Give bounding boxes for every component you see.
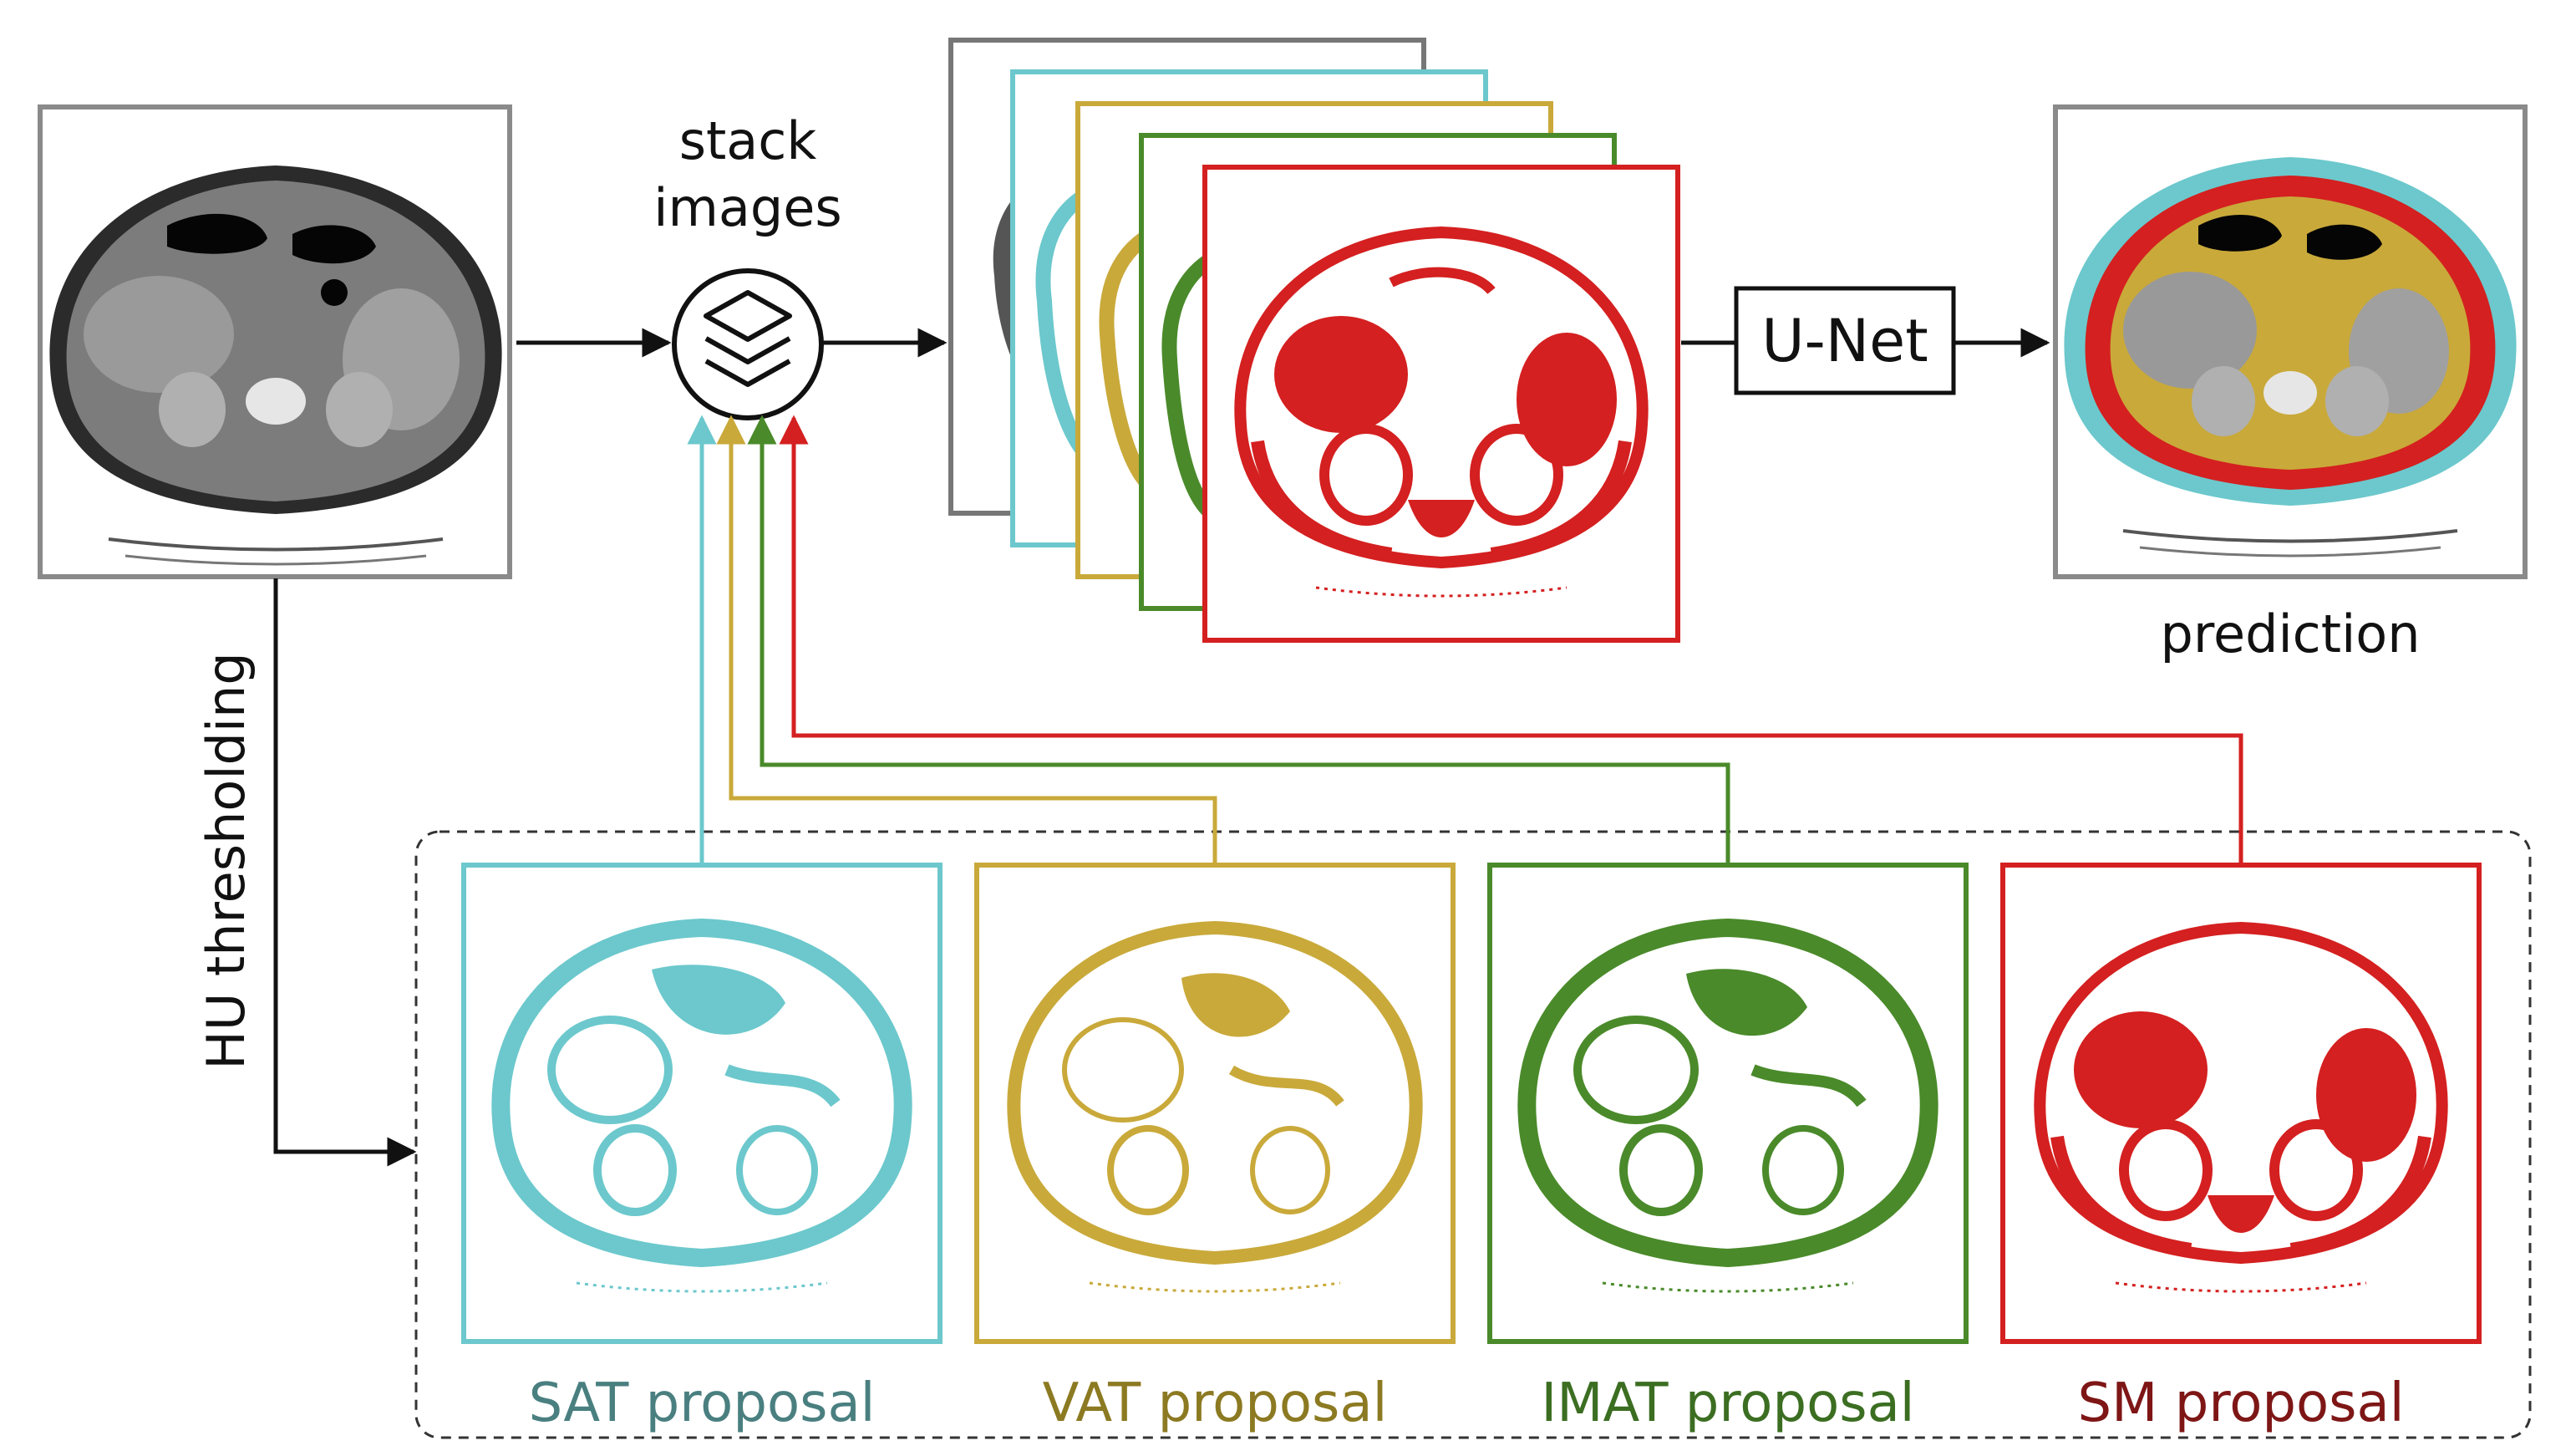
unet-label: U-Net	[1761, 307, 1928, 375]
hu-thresholding-label: HU thresholding	[196, 652, 257, 1070]
stack-images-label-line1: stack	[679, 110, 817, 171]
unet-box: U-Net	[1734, 286, 1956, 395]
arrow-sm-to-stack	[779, 415, 2243, 865]
proposal-panel-sm	[2000, 863, 2482, 1344]
layers-icon	[704, 290, 792, 387]
prediction-image	[2053, 104, 2528, 579]
proposal-panel-sat	[461, 863, 943, 1344]
proposal-panel-imat	[1487, 863, 1969, 1344]
arrow-hu-thresholding	[273, 578, 417, 1167]
arrow-vat-to-stack	[716, 415, 1217, 865]
stacked-images	[948, 38, 1680, 643]
arrow-imat-to-stack	[747, 415, 1730, 865]
input-ct-image	[38, 104, 512, 579]
proposal-panel-vat	[974, 863, 1456, 1344]
sat-proposal-label: SAT proposal	[529, 1372, 876, 1434]
stack-operator	[672, 268, 824, 420]
stack-images-label-line2: images	[653, 177, 841, 238]
imat-proposal-label: IMAT proposal	[1541, 1372, 1914, 1434]
sm-proposal-label: SM proposal	[2078, 1372, 2405, 1434]
prediction-label: prediction	[2160, 603, 2420, 664]
vat-proposal-label: VAT proposal	[1043, 1372, 1388, 1434]
